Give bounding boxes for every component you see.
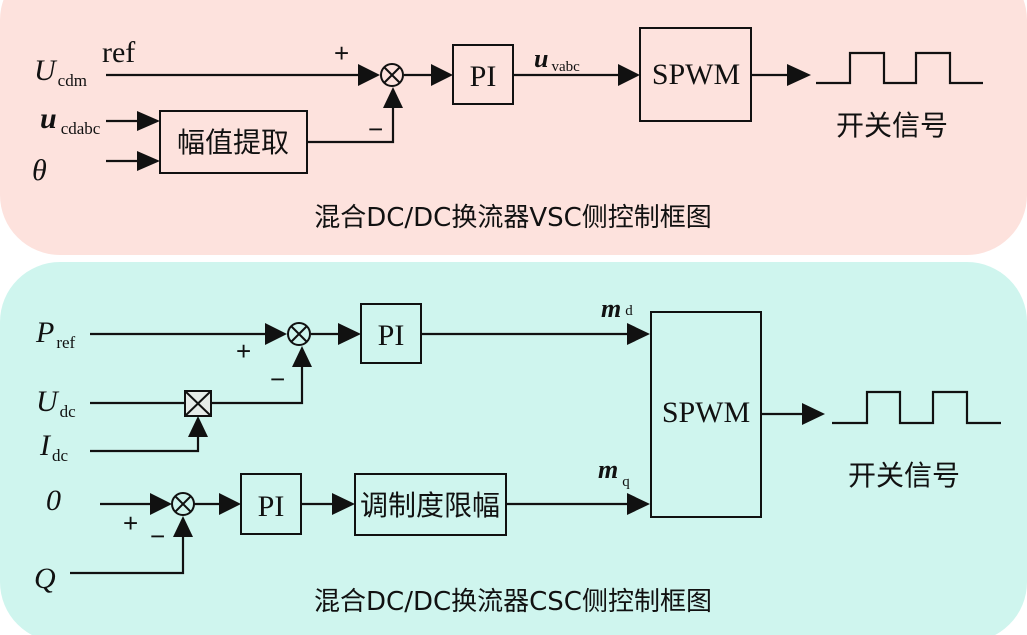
vsc-feedback-line bbox=[307, 100, 395, 144]
vsc-caption: 混合DC/DC换流器VSC侧控制框图 bbox=[314, 203, 712, 233]
csc-pi-bottom-label: PI bbox=[258, 490, 285, 523]
vsc-switching-waveform bbox=[816, 51, 983, 85]
vsc-panel bbox=[0, 0, 1027, 255]
csc-caption: 混合DC/DC换流器CSC侧控制框图 bbox=[314, 587, 712, 617]
vsc-summing-junction bbox=[380, 63, 404, 87]
vsc-summer-pi-arrow bbox=[431, 64, 453, 86]
vsc-ref-arrow bbox=[358, 64, 380, 86]
vsc-output-arrow bbox=[787, 64, 811, 86]
csc-input-zero: 0 bbox=[46, 484, 61, 517]
csc-pi-top-label: PI bbox=[378, 319, 405, 352]
vsc-spwm-label: SPWM bbox=[652, 58, 740, 91]
csc-top-minus-sign: − bbox=[270, 364, 285, 394]
csc-pref-arrow bbox=[265, 323, 287, 345]
csc-pi-limiter-arrow bbox=[332, 493, 355, 515]
vsc-minus-sign: − bbox=[368, 114, 383, 144]
vsc-feedback-arrow bbox=[383, 87, 403, 108]
csc-top-plus-sign: + bbox=[236, 336, 251, 366]
csc-feedback-arrow bbox=[292, 346, 312, 367]
vsc-output-label: 开关信号 bbox=[836, 109, 948, 142]
csc-mq-arrow bbox=[627, 493, 650, 515]
csc-top-summing-junction bbox=[287, 322, 311, 346]
vsc-ref-label: ref bbox=[102, 36, 135, 69]
csc-bottom-minus-sign: − bbox=[150, 521, 165, 551]
csc-input-q: Q bbox=[34, 562, 56, 595]
csc-idc-arrow bbox=[188, 416, 208, 437]
csc-feedback-line bbox=[211, 362, 304, 405]
vsc-input-theta: θ bbox=[32, 154, 47, 187]
csc-switching-waveform bbox=[832, 390, 1001, 425]
csc-q-arrow bbox=[173, 516, 193, 537]
csc-zero-arrow bbox=[150, 493, 172, 515]
vsc-uvabc-arrow bbox=[618, 64, 640, 86]
csc-spwm-label: SPWM bbox=[662, 396, 750, 429]
vsc-ucdabc-arrow bbox=[137, 111, 160, 131]
csc-idc-line bbox=[90, 436, 200, 453]
csc-bottom-plus-sign: + bbox=[123, 508, 138, 538]
vsc-theta-arrow bbox=[137, 151, 160, 171]
csc-panel bbox=[0, 262, 1027, 635]
csc-output-arrow bbox=[802, 403, 825, 425]
csc-md-arrow bbox=[627, 323, 650, 345]
csc-bottom-summer-pi-arrow bbox=[219, 493, 241, 515]
csc-q-line bbox=[70, 534, 185, 575]
vsc-plus-sign: + bbox=[334, 38, 349, 68]
vsc-amplitude-label: 幅值提取 bbox=[177, 126, 289, 159]
csc-output-label: 开关信号 bbox=[848, 459, 960, 492]
vsc-pi-label: PI bbox=[470, 60, 497, 93]
csc-multiplier-block bbox=[184, 390, 212, 417]
csc-limiter-label: 调制度限幅 bbox=[360, 489, 500, 522]
csc-summer-pi-arrow bbox=[338, 323, 361, 345]
